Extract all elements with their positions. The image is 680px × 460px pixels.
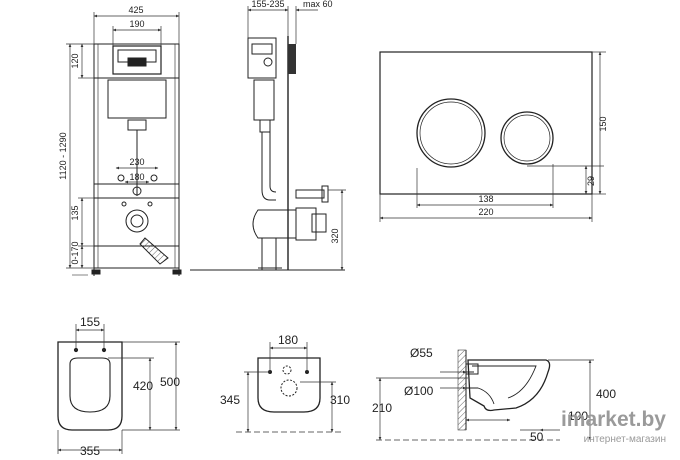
dim-button-offset: 29 <box>586 176 596 186</box>
drain-outlet <box>125 209 149 233</box>
side-cistern <box>253 79 275 121</box>
dim-top-height: 120 <box>70 53 80 68</box>
dim-frame-width: 425 <box>128 5 143 15</box>
toilet-bowl-top <box>69 357 111 413</box>
toilet-top-view <box>57 341 123 431</box>
dim-seat-length: 420 <box>133 379 153 393</box>
flush-button-small <box>500 111 554 165</box>
frame-side-view <box>190 36 345 271</box>
dim-plate-opening-width: 190 <box>129 19 144 29</box>
toilet-side-dimensions <box>376 359 594 441</box>
cistern <box>107 79 167 119</box>
dim-inlet-diameter: Ø55 <box>410 346 433 360</box>
flush-plate-outline <box>379 51 593 195</box>
toilet-top-labels: 155 420 500 355 <box>80 315 180 458</box>
dim-seat-width: 155 <box>80 315 100 329</box>
toilet-side-view <box>457 349 551 431</box>
toilet-outline-back <box>257 357 321 413</box>
watermark: imarket.by интернет-магазин <box>561 408 666 445</box>
toilet-side-labels: Ø55 Ø100 210 400 100 50 <box>372 346 616 444</box>
dim-feet-height: 0-170 <box>70 241 80 264</box>
dim-right-height: 310 <box>330 393 350 407</box>
frame-front-labels: 425 190 120 1120 - 1290 230 180 135 0-17… <box>58 5 145 265</box>
dim-holes-inner-width: 180 <box>129 172 144 182</box>
wall-hatch <box>457 349 467 431</box>
dim-outlet-diameter: Ø100 <box>404 384 434 398</box>
water-inlet <box>132 186 142 196</box>
frame-front-view <box>91 43 182 276</box>
frame-side-dimensions <box>247 6 346 271</box>
dim-total-length: 500 <box>160 375 180 389</box>
toilet-top-dimensions <box>57 324 180 454</box>
side-drain-bend <box>252 209 297 239</box>
dim-pipe-height: 135 <box>70 205 80 220</box>
dim-outlet-depth: 100 <box>568 409 588 423</box>
toilet-back-view <box>257 357 321 413</box>
back-outlet <box>280 379 298 397</box>
dim-depth-range: 155-235 <box>251 0 284 9</box>
dim-total-width: 355 <box>80 444 100 458</box>
dim-bottom-depth: 50 <box>530 430 544 444</box>
watermark-subtitle: интернет-магазин <box>584 434 666 445</box>
flush-plate-dimensions <box>379 51 606 222</box>
frame-front-dimensions <box>66 12 180 276</box>
toilet-outline-top <box>57 341 123 431</box>
dim-frame-height-range: 1120 - 1290 <box>58 132 68 179</box>
dim-total-height: 400 <box>596 387 616 401</box>
toilet-back-dimensions <box>236 342 342 433</box>
flush-button-large <box>416 98 486 168</box>
dim-left-height: 345 <box>220 393 240 407</box>
dim-floor-height: 210 <box>372 401 392 415</box>
flush-plate-labels: 150 29 138 220 <box>478 116 608 217</box>
dim-button-span: 138 <box>478 194 493 204</box>
dim-hole-span: 180 <box>278 333 298 347</box>
dim-plate-height: 150 <box>598 116 608 131</box>
toilet-back-labels: 180 345 310 <box>220 333 350 407</box>
flush-opening <box>112 45 162 75</box>
frame-side-labels: 155-235 max 60 320 <box>251 0 340 244</box>
watermark-brand: imarket.by <box>561 408 666 431</box>
flush-plate-view <box>379 51 593 195</box>
dim-depth-max: max 60 <box>303 0 333 9</box>
toilet-outline-side <box>467 359 551 412</box>
dim-outlet-height: 320 <box>330 228 340 243</box>
dim-plate-width: 220 <box>478 207 493 217</box>
dim-holes-width: 230 <box>129 157 144 167</box>
